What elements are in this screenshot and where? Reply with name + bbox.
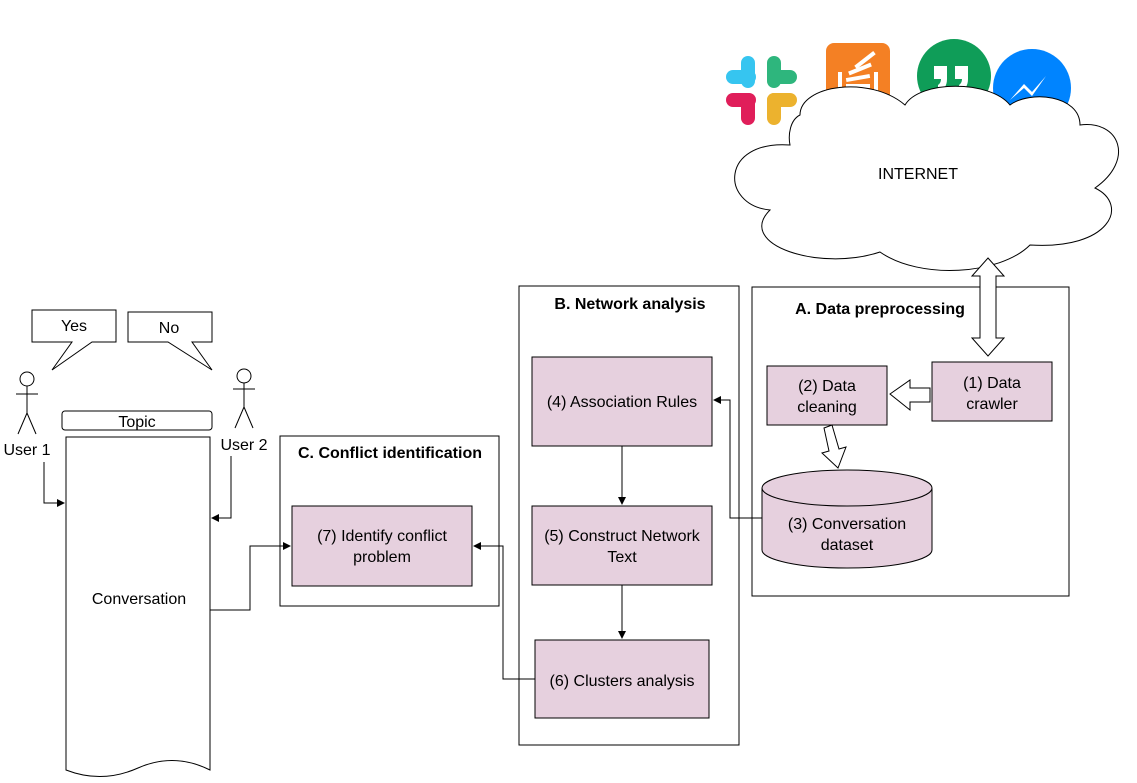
- data-cleaning-label-1: (2) Data: [798, 378, 856, 395]
- clusters-analysis-label: (6) Clusters analysis: [550, 673, 695, 690]
- slack-icon: [726, 56, 797, 125]
- user-1-to-conversation-connector: [43, 462, 65, 507]
- identify-conflict-label-1: (7) Identify conflict: [317, 528, 447, 545]
- conflict-identification-title: C. Conflict identification: [298, 445, 482, 462]
- network-analysis-title: B. Network analysis: [554, 296, 705, 313]
- association-rules-label: (4) Association Rules: [547, 394, 697, 411]
- conversation-dataset-label-1: (3) Conversation: [788, 516, 906, 533]
- user-2-label: User 2: [220, 437, 267, 454]
- conversation-to-identify-connector: [210, 542, 291, 611]
- crawler-to-cleaning-arrow: [889, 379, 931, 412]
- clusters-analysis-box: [534, 639, 710, 719]
- internet-label: INTERNET: [878, 166, 958, 183]
- topic-label: Topic: [118, 414, 155, 431]
- construct-network-text-label-2: Text: [607, 549, 637, 566]
- yes-speech-text: Yes: [61, 318, 87, 335]
- identify-conflict-box: [291, 505, 473, 587]
- clusters-to-identify-connector: [473, 542, 535, 680]
- cleaning-to-dataset-arrow: [821, 424, 847, 469]
- topic-box: [61, 410, 213, 431]
- user-1-actor-icon: [16, 371, 38, 435]
- identify-conflict-label-2: problem: [353, 549, 411, 566]
- association-rules-box: [531, 356, 713, 447]
- internet-crawler-double-arrow: [970, 257, 1006, 357]
- data-preprocessing-title: A. Data preprocessing: [795, 301, 965, 318]
- no-speech-text: No: [159, 320, 180, 337]
- data-cleaning-box: [766, 365, 888, 426]
- data-cleaning-label-2: cleaning: [797, 399, 857, 416]
- conversation-dataset-label-2: dataset: [821, 537, 874, 554]
- internet-cloud: INTERNET: [734, 85, 1120, 271]
- construct-network-text-box: [531, 505, 713, 586]
- conversation-document: [65, 436, 211, 778]
- conversation-label: Conversation: [92, 591, 186, 608]
- no-speech-bubble: No: [127, 311, 213, 371]
- data-crawler-label-1: (1) Data: [963, 375, 1021, 392]
- user-1-label: User 1: [3, 442, 50, 459]
- construct-network-text-label-1: (5) Construct Network: [544, 528, 701, 545]
- user-2-actor-icon: [233, 368, 255, 429]
- dataset-to-association-connector: [713, 396, 762, 519]
- data-crawler-box: [931, 361, 1053, 422]
- data-crawler-label-2: crawler: [966, 396, 1018, 413]
- yes-speech-bubble: Yes: [31, 309, 117, 371]
- conversation-dataset-cylinder: (3) Conversation dataset: [761, 469, 933, 569]
- user-2-to-conversation-connector: [211, 456, 232, 522]
